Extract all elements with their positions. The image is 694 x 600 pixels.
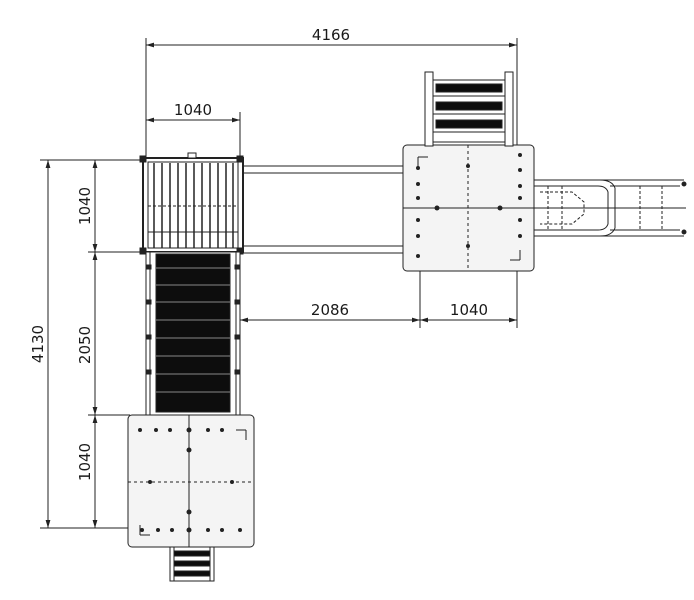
dimension-lines	[40, 38, 518, 529]
bridge	[145, 251, 241, 416]
dim-tower-width: 1040	[174, 101, 212, 119]
connecting-rails	[243, 165, 403, 254]
slide	[534, 179, 687, 237]
dim-bridge-length: 2050	[76, 326, 94, 364]
dim-platform-spacing: 2086	[311, 301, 349, 319]
dim-bottom-depth: 1040	[76, 443, 94, 481]
left-tower-deck	[139, 152, 244, 255]
top-ladder	[424, 71, 514, 147]
bottom-steps	[169, 546, 215, 582]
dim-right-platform-width: 1040	[450, 301, 488, 319]
dim-overall-depth: 4130	[29, 325, 47, 363]
bottom-platform	[127, 414, 255, 548]
right-platform	[402, 144, 535, 272]
dim-tower-depth: 1040	[76, 187, 94, 225]
dim-overall-width: 4166	[312, 26, 350, 44]
